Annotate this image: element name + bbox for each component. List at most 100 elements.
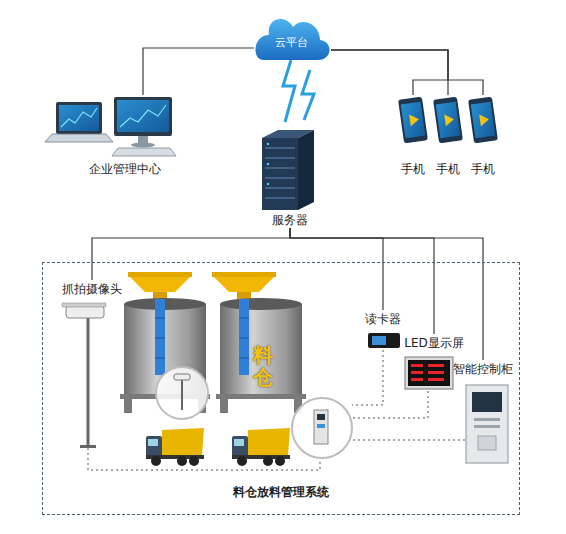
art-polygon bbox=[444, 113, 455, 126]
art-rect bbox=[59, 105, 99, 131]
art-rect bbox=[220, 399, 228, 413]
art-rect bbox=[468, 97, 498, 144]
art-rect bbox=[216, 394, 306, 399]
art-circle bbox=[189, 456, 199, 466]
node-label: 抓拍摄像头 bbox=[62, 282, 122, 297]
hoppers bbox=[128, 272, 276, 299]
card-reader: 读卡器 bbox=[355, 310, 411, 352]
art-line bbox=[265, 167, 295, 169]
art-rect bbox=[239, 299, 249, 375]
art-line bbox=[265, 147, 295, 149]
art-line bbox=[87, 318, 90, 445]
art-circle bbox=[177, 456, 187, 466]
art-rect bbox=[80, 445, 96, 448]
server: 服务器 bbox=[250, 128, 330, 228]
node-label: 手机 bbox=[471, 162, 495, 177]
art-rect bbox=[317, 414, 325, 420]
art-line bbox=[155, 318, 165, 319]
art-rect bbox=[153, 292, 167, 299]
camera-icon bbox=[62, 303, 106, 448]
art-rect bbox=[411, 378, 423, 381]
art-line bbox=[265, 177, 295, 179]
art-polyline bbox=[88, 448, 320, 470]
node-label: 智能控制柜 bbox=[453, 362, 513, 377]
art-rect bbox=[146, 436, 162, 458]
art-rect bbox=[237, 292, 251, 299]
node-label: 手机 bbox=[401, 162, 425, 177]
art-rect bbox=[408, 360, 450, 386]
network-line bbox=[290, 228, 434, 334]
art-ellipse bbox=[220, 298, 302, 310]
art-rect bbox=[174, 374, 190, 380]
art-rect bbox=[148, 439, 158, 446]
art-rect bbox=[398, 97, 428, 144]
art-rect bbox=[117, 100, 169, 132]
art-circle bbox=[151, 456, 161, 466]
art-line bbox=[239, 318, 249, 319]
cloud-outline bbox=[255, 19, 329, 60]
art-rect bbox=[128, 272, 192, 277]
art-polyline bbox=[352, 391, 428, 418]
art-rect bbox=[405, 357, 453, 389]
art-rect bbox=[401, 102, 426, 138]
laptop-icon bbox=[45, 102, 113, 142]
art-rect bbox=[368, 333, 400, 348]
capture-camera: 抓拍摄像头 bbox=[52, 280, 132, 445]
art-circle bbox=[267, 143, 270, 146]
network-line bbox=[143, 48, 254, 95]
art-circle bbox=[156, 367, 208, 419]
art-rect bbox=[232, 436, 248, 458]
art-line bbox=[239, 338, 249, 339]
art-rect bbox=[212, 272, 276, 277]
art-polygon bbox=[162, 428, 204, 455]
art-rect bbox=[474, 425, 500, 428]
art-polygon bbox=[45, 134, 113, 142]
network-line bbox=[290, 228, 383, 310]
node-label: 云平台 bbox=[275, 36, 308, 50]
cloud-shape bbox=[248, 8, 334, 64]
art-rect bbox=[428, 378, 444, 381]
lightning-bolt bbox=[302, 70, 314, 120]
art-line bbox=[265, 157, 295, 159]
phone: 手机 bbox=[397, 95, 429, 177]
node-label: 读卡器 bbox=[365, 312, 401, 327]
system-boundary: 料仓放料管理系统抓拍摄像头料仓读卡器LED显示屏智能控制柜 bbox=[42, 262, 520, 515]
art-polygon bbox=[112, 148, 176, 156]
art-line bbox=[265, 197, 295, 199]
art-rect bbox=[471, 102, 496, 138]
art-g bbox=[433, 97, 463, 144]
art-rect bbox=[155, 299, 165, 375]
art-rect bbox=[317, 424, 325, 428]
node-label: 手机 bbox=[436, 162, 460, 177]
art-rect bbox=[234, 439, 244, 446]
wireless-link bbox=[283, 60, 295, 122]
node-label: 料仓放料管理系统 bbox=[233, 485, 329, 500]
art-g bbox=[468, 97, 498, 144]
card-reader-icon bbox=[368, 333, 400, 348]
led-display-icon bbox=[405, 357, 453, 389]
art-rect bbox=[433, 97, 463, 144]
art-line bbox=[155, 338, 165, 339]
art-polygon bbox=[248, 428, 290, 455]
art-circle bbox=[292, 398, 352, 458]
art-rect bbox=[114, 97, 172, 136]
art-rect bbox=[262, 138, 298, 210]
art-rect bbox=[62, 303, 106, 307]
art-rect bbox=[220, 304, 302, 396]
node-label: 企业管理中心 bbox=[89, 162, 161, 177]
art-rect bbox=[436, 102, 461, 138]
signal-lines bbox=[88, 350, 465, 470]
art-rect bbox=[124, 399, 132, 413]
art-rect bbox=[466, 385, 508, 463]
silo-label: 料仓 bbox=[250, 335, 276, 397]
node-label: 服务器 bbox=[272, 213, 308, 228]
network-line bbox=[331, 50, 448, 95]
art-line bbox=[155, 358, 165, 359]
art-polygon bbox=[409, 113, 420, 126]
art-polyline bbox=[352, 440, 465, 441]
art-rect bbox=[411, 364, 423, 367]
art-circle bbox=[267, 163, 270, 166]
